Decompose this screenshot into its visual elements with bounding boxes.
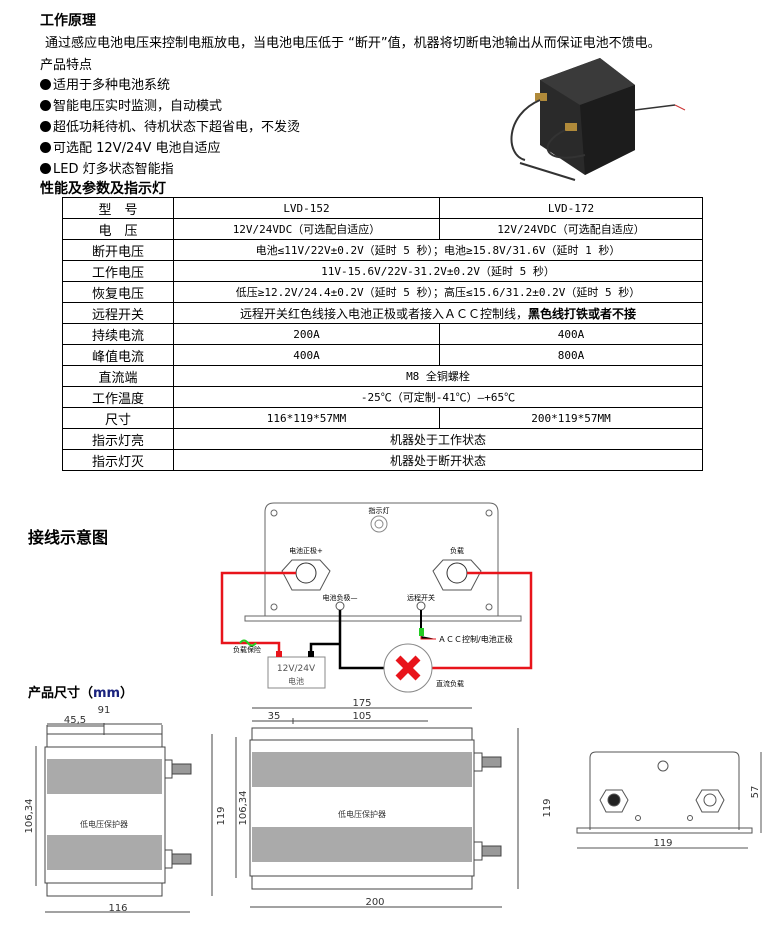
feature-item: 可选配 12V/24V 电池自适应 [40,137,221,156]
svg-text:低电压保护器: 低电压保护器 [338,809,386,819]
svg-text:电池: 电池 [288,676,304,686]
indicator-label: 指示灯 [369,506,390,515]
table-row: 指示灯灭机器处于断开状态 [62,449,703,471]
svg-text:12V/24V: 12V/24V [277,664,316,674]
row-value: 11V-15.6V/22V-31.2V±0.2V（延时 5 秒） [173,260,703,282]
row-label: 型 号 [62,197,174,219]
features-title: 产品特点 [40,58,93,73]
table-row: 指示灯亮机器处于工作状态 [62,428,703,450]
svg-text:低电压保护器: 低电压保护器 [80,819,128,829]
principle-title: 工作原理 [40,13,96,29]
table-row: 工作温度-25℃（可定制-41℃）—+65℃ [62,386,703,408]
feature-item: 适用于多种电池系统 [40,74,170,93]
bullet-icon [40,79,51,90]
load-label: 负载 [450,546,464,555]
svg-text:119: 119 [216,806,227,825]
svg-text:35: 35 [268,711,281,722]
row-label: 工作电压 [62,260,174,282]
row-label: 电 压 [62,218,174,240]
bullet-icon [40,142,51,153]
remote-switch-label: 远程开关 [407,593,435,602]
large-unit-drawing [235,707,519,908]
acc-label: ＡＣＣ控制/电池正极 [438,634,513,644]
principle-text: 通过感应电池电压来控制电瓶放电，当电池电压低于 “断开”值，机器将切断电池输出从… [45,36,661,51]
specs-title: 性能及参数及指示灯 [40,181,166,197]
feature-item: LED 灯多状态智能指 [40,158,174,177]
svg-text:200: 200 [365,897,384,908]
battery-negative-label: 电池负极— [323,593,358,602]
row-value: 远程开关红色线接入电池正极或者接入ＡＣＣ控制线，黑色线打铁或者不接 [173,302,703,324]
front-view-drawing [576,751,762,849]
fuse-icon [239,639,257,647]
dimensions-title: 产品尺寸（mm） [28,686,134,701]
svg-text:91: 91 [98,705,111,716]
svg-text:119: 119 [653,838,672,849]
svg-text:175: 175 [352,698,371,709]
svg-text:116: 116 [108,903,127,914]
bullet-icon [40,100,51,111]
bullet-icon [40,163,51,174]
fuse-label: 负载保险 [233,645,261,654]
svg-text:57: 57 [750,786,761,799]
small-unit-drawing [35,723,213,913]
battery-icon [267,656,326,689]
table-row: 远程开关远程开关红色线接入电池正极或者接入ＡＣＣ控制线，黑色线打铁或者不接 [62,302,703,324]
row-value-lvd152: 200A [173,323,440,345]
svg-text:45,5: 45,5 [64,715,86,726]
svg-text:105: 105 [352,711,371,722]
row-value: 机器处于断开状态 [173,449,703,471]
dc-load-label: 直流负载 [436,679,464,688]
row-value-lvd172: 12V/24VDC（可选配自适应） [439,218,703,240]
bullet-icon [40,121,51,132]
wiring-title: 接线示意图 [28,528,109,547]
svg-text:106,34: 106,34 [24,799,35,834]
battery-positive-label: 电池正极+ [289,546,323,555]
product-photo [510,58,686,181]
feature-item: 超低功耗待机、待机状态下超省电，不发烫 [40,116,300,135]
indicator-light-icon [370,515,388,533]
row-label: 指示灯亮 [62,428,174,450]
feature-item: 智能电压实时监测，自动模式 [40,95,222,114]
row-label: 工作温度 [62,386,174,408]
row-value-lvd152: 12V/24VDC（可选配自适应） [173,218,440,240]
svg-text:119: 119 [542,798,553,817]
svg-text:106,34: 106,34 [238,791,249,826]
row-label: 断开电压 [62,239,174,261]
row-label: 尺寸 [62,407,174,429]
